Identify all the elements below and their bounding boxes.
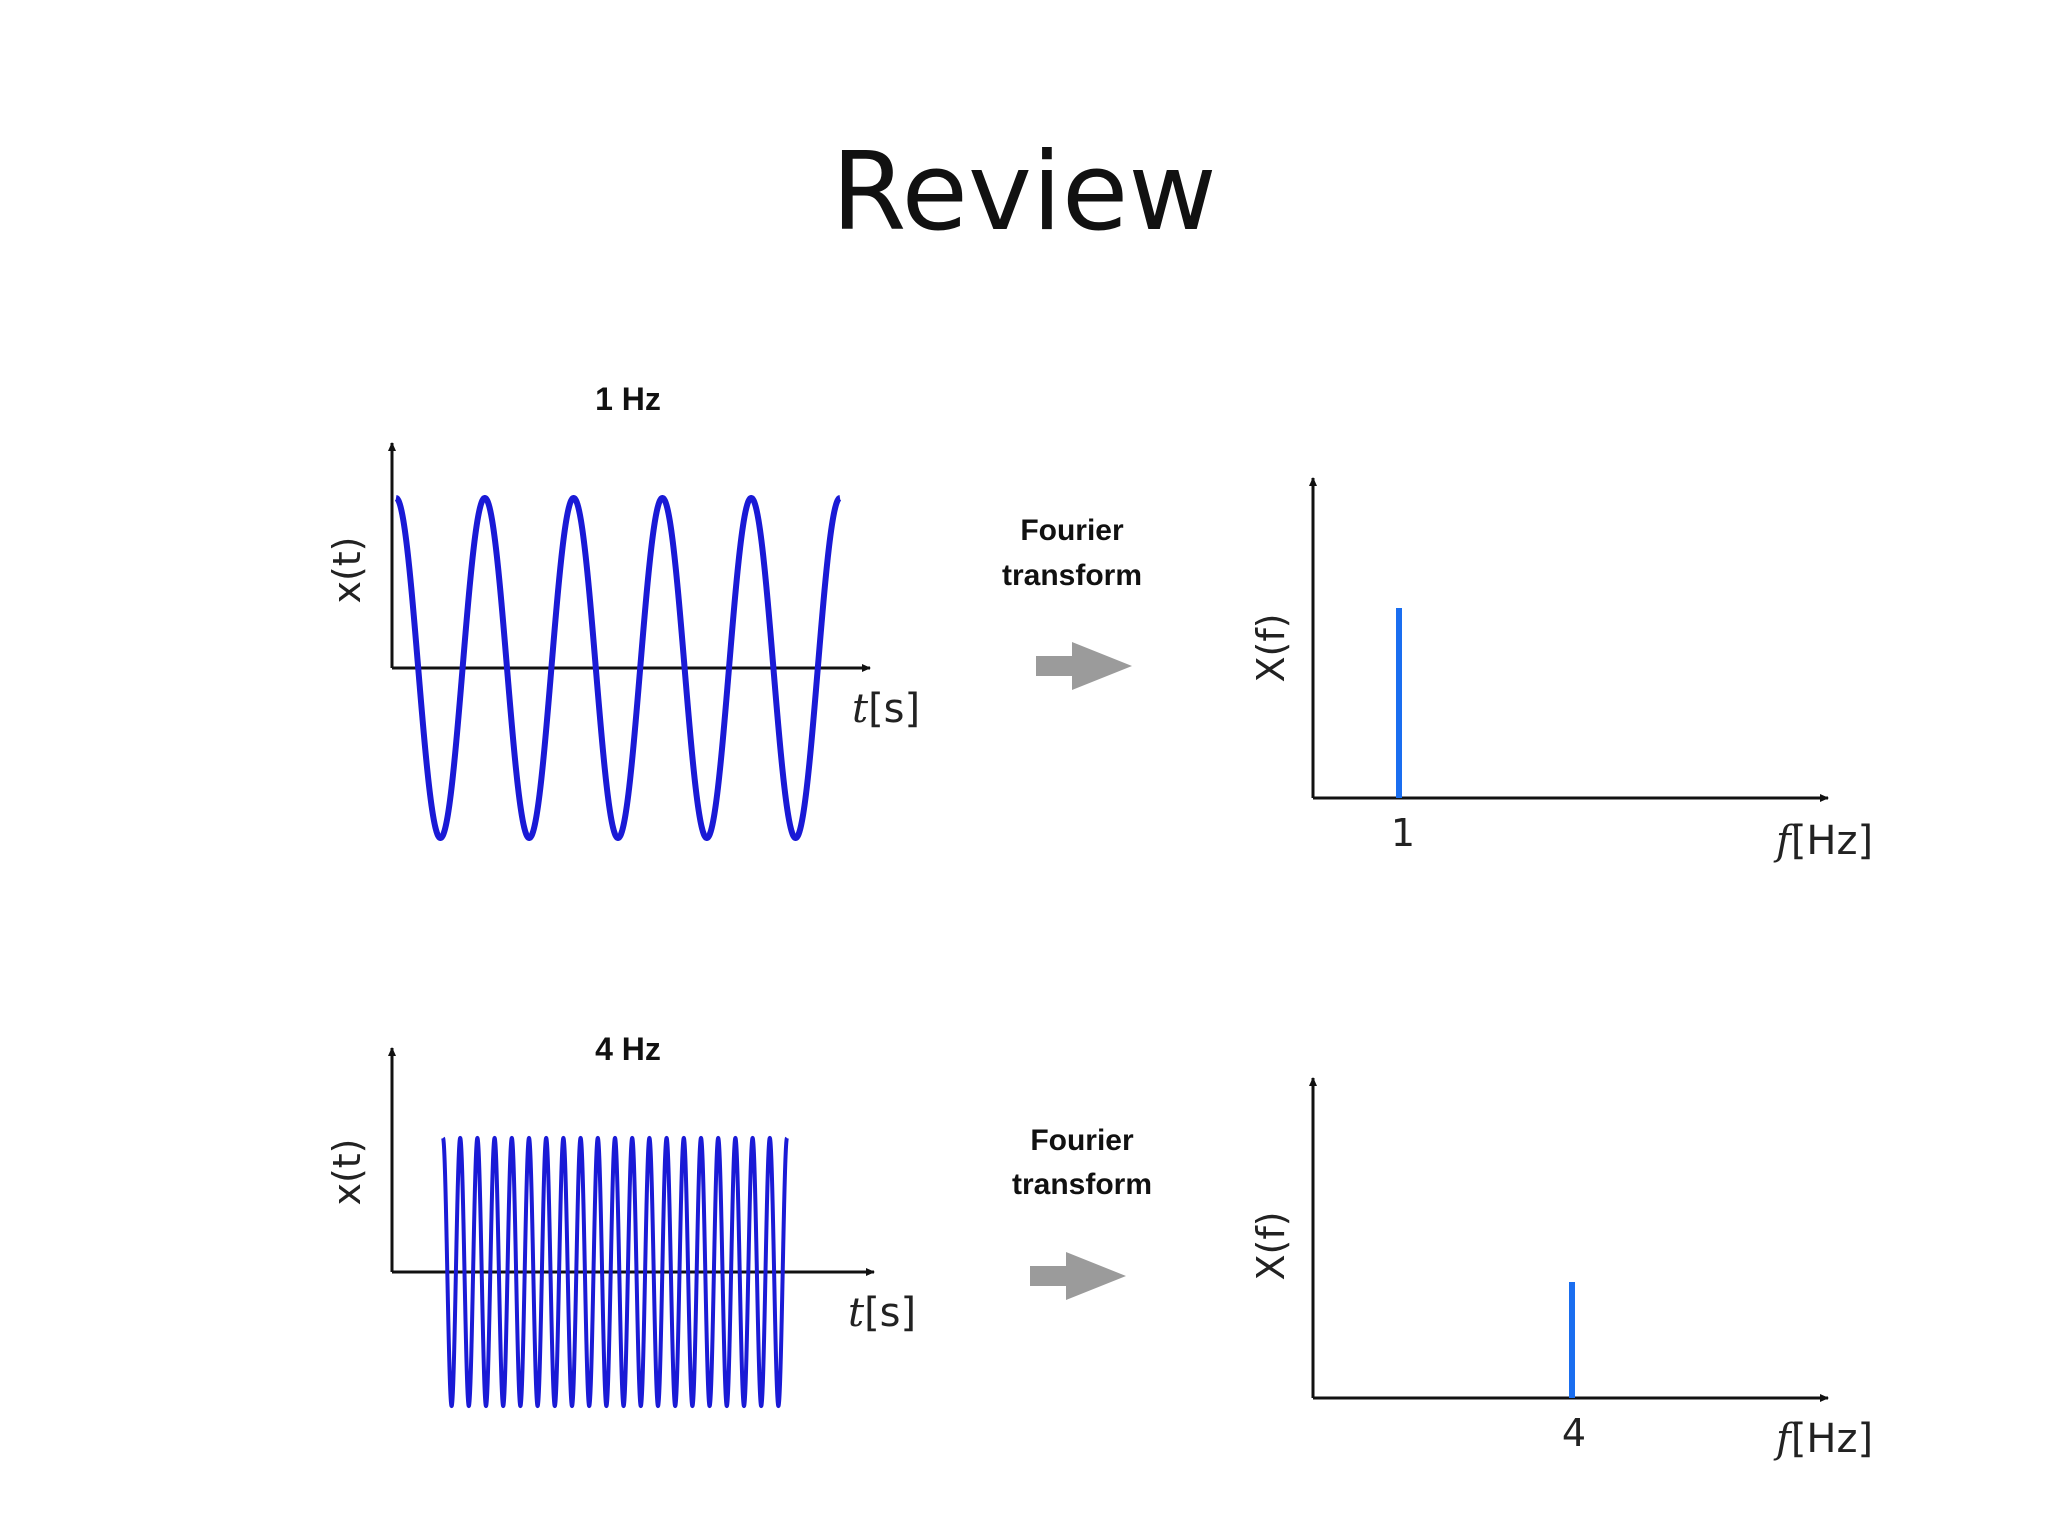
transform-arrow-icon-2 [1030,1252,1126,1300]
time-plot-title-1hz: 1 Hz [595,381,661,417]
freq-ylabel-1: X(f) [1249,613,1293,682]
freq-ylabel-2: X(f) [1249,1211,1293,1280]
transform-label-line1-1: Fourier [1020,514,1124,547]
time-xlabel-2: t[s] [848,1290,916,1336]
time-plot-title-4hz: 4 Hz [595,1031,661,1067]
freq-xlabel-2: f[Hz] [1773,1416,1873,1462]
freq-tick-label-1: 1 [1391,811,1415,855]
transform-label-line2-2: transform [1012,1168,1152,1201]
slide-title: Review [831,130,1217,255]
sine-wave-4hz [441,1136,789,1408]
time-ylabel-1: x(t) [325,536,369,603]
time-ylabel-2: x(t) [325,1138,369,1205]
transform-label-line2-1: transform [1002,559,1142,592]
freq-xlabel-1: f[Hz] [1773,818,1873,864]
transform-label-line1-2: Fourier [1030,1124,1134,1157]
transform-arrow-icon-1 [1036,642,1132,690]
freq-tick-label-2: 4 [1562,1411,1586,1455]
time-xlabel-1: t[s] [852,686,920,732]
sine-wave-1hz [393,495,843,841]
